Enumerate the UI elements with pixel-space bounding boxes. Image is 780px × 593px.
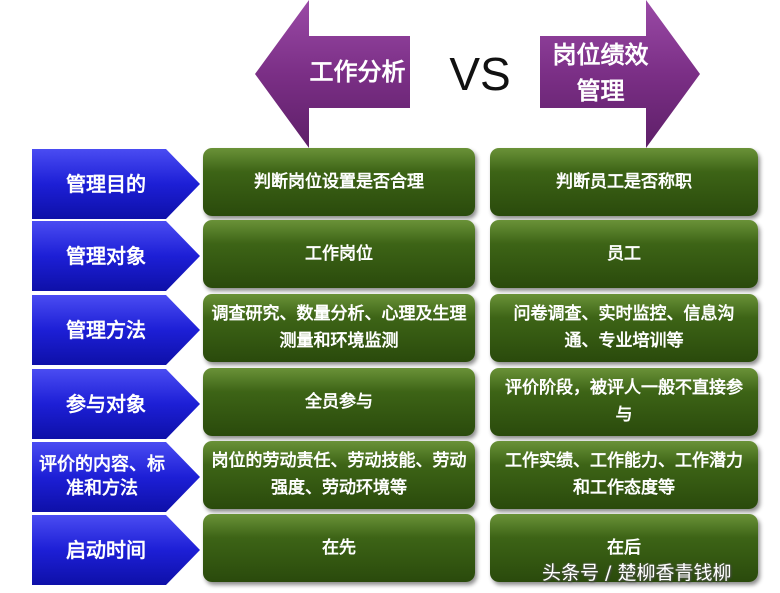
- row-label-text: 评价的内容、标准和方法: [39, 454, 165, 499]
- right-header-arrow: [540, 0, 700, 148]
- row-label-text: 管理目的: [66, 172, 146, 196]
- job-analysis-cell-purpose: 判断岗位设置是否合理: [203, 148, 475, 216]
- right-header-title-line1: 岗位绩效: [552, 41, 649, 69]
- row-label-text: 管理方法: [66, 318, 146, 342]
- row-label-start-time: 启动时间: [32, 515, 200, 585]
- job-analysis-cell-start-time: 在先: [203, 514, 475, 582]
- performance-mgmt-cell-method: 问卷调查、实时监控、信息沟通、专业培训等: [490, 294, 758, 362]
- left-header-title: 工作分析: [309, 58, 406, 86]
- right-header-title-line2: 管理: [576, 77, 625, 105]
- row-label-text: 启动时间: [66, 538, 146, 562]
- row-label-arrow-shape: [32, 442, 200, 512]
- row-label-arrow-shape: [32, 369, 200, 439]
- row-label-object: 管理对象: [32, 221, 200, 291]
- job-analysis-cell-participants: 全员参与: [203, 368, 475, 436]
- row-label-arrow-shape: [32, 221, 200, 291]
- performance-mgmt-cell-evaluation: 工作实绩、工作能力、工作潜力和工作态度等: [490, 441, 758, 509]
- performance-mgmt-cell-purpose: 判断员工是否称职: [490, 148, 758, 216]
- performance-mgmt-cell-start-time: 在后: [490, 514, 758, 582]
- row-label-purpose: 管理目的: [32, 149, 200, 219]
- row-label-text: 管理对象: [66, 244, 146, 268]
- row-label-evaluation: 评价的内容、标准和方法: [32, 442, 200, 512]
- row-label-arrow-shape: [32, 295, 200, 365]
- job-analysis-cell-object: 工作岗位: [203, 220, 475, 288]
- job-analysis-cell-evaluation: 岗位的劳动责任、劳动技能、劳动强度、劳动环境等: [203, 441, 475, 509]
- watermark: 头条号 / 楚柳香青钱柳: [542, 562, 732, 584]
- row-label-arrow-shape: [32, 515, 200, 585]
- row-label-text: 参与对象: [66, 392, 146, 416]
- performance-mgmt-cell-object: 员工: [490, 220, 758, 288]
- performance-mgmt-cell-participants: 评价阶段，被评人一般不直接参与: [490, 368, 758, 436]
- row-label-method: 管理方法: [32, 295, 200, 365]
- row-label-participants: 参与对象: [32, 369, 200, 439]
- row-label-arrow-shape: [32, 149, 200, 219]
- vs-label: VS: [449, 48, 511, 100]
- left-header-arrow: [255, 0, 410, 148]
- job-analysis-cell-method: 调查研究、数量分析、心理及生理测量和环境监测: [203, 294, 475, 362]
